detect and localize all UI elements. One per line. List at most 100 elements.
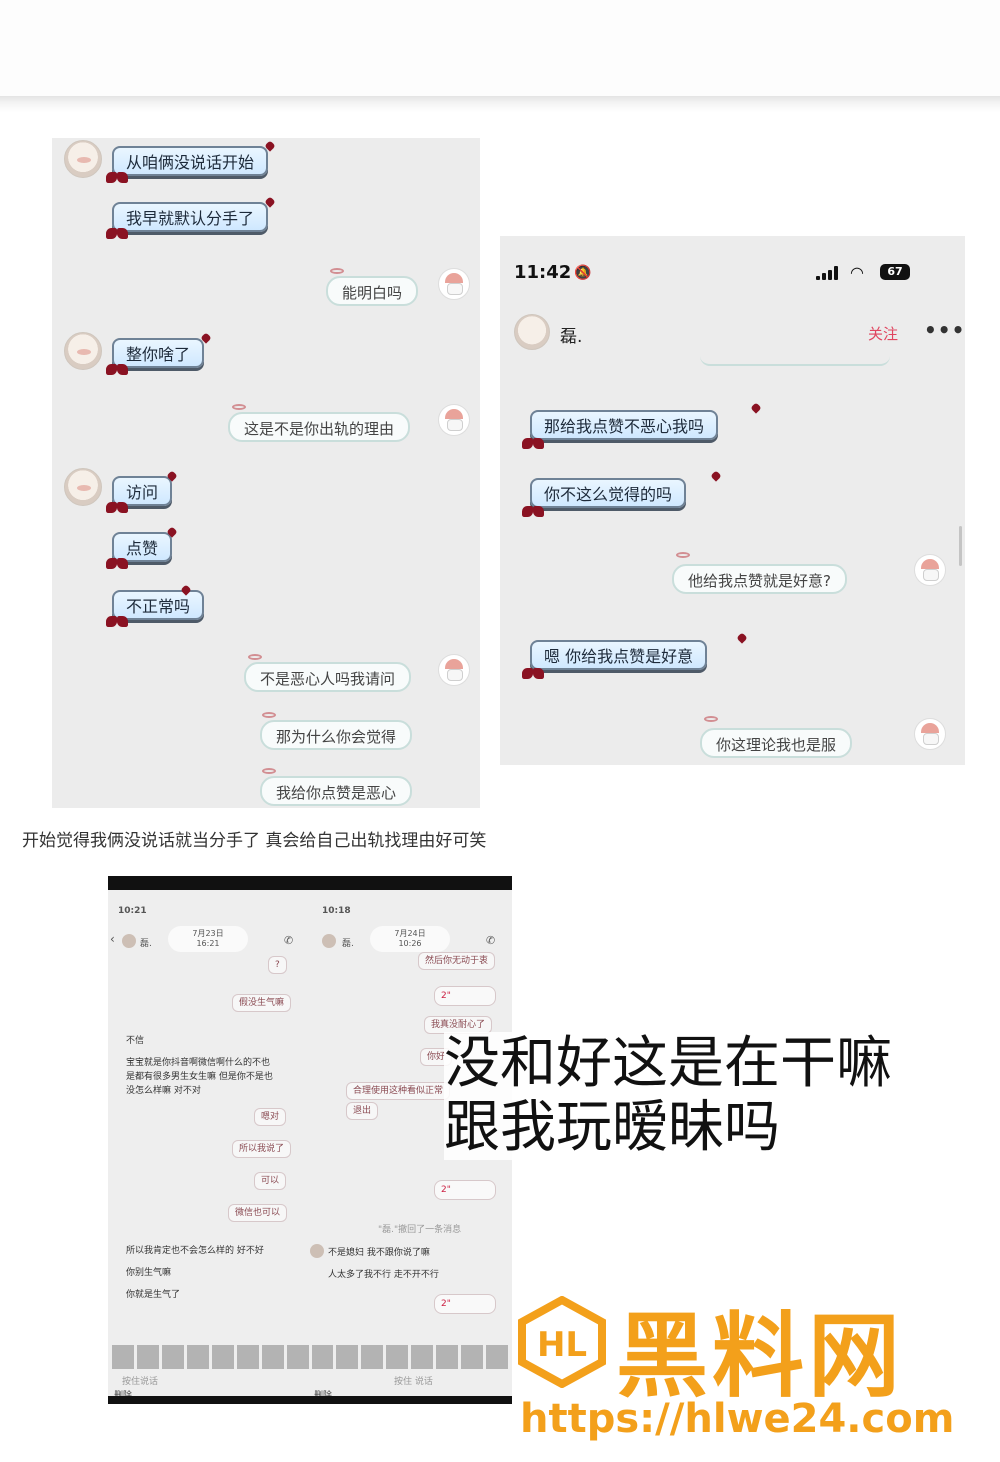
sent-message: 他给我点赞就是好意? <box>672 564 847 594</box>
contact-avatar <box>64 468 102 506</box>
sent-message: 假没生气嘛 <box>232 994 292 1012</box>
overlay-text: 没和好这是在干嘛 跟我玩暧昧吗 <box>444 1032 892 1160</box>
voice-input[interactable]: 按住说话 <box>122 1377 159 1387</box>
bow-icon <box>106 556 128 572</box>
halo-icon <box>262 712 276 718</box>
received-message: 那给我点赞不恶心我吗 <box>530 410 719 440</box>
battery-indicator: 67 <box>880 264 910 280</box>
sent-message: 我真没耐心了 <box>424 1016 493 1034</box>
contact-name[interactable]: 磊. <box>560 327 583 347</box>
received-message: 宝宝就是你抖音啊微信啊什么的不也 <box>126 1058 271 1068</box>
sticker-strip[interactable] <box>108 1345 512 1369</box>
watermark-url: https://hlwe24.com <box>520 1396 955 1442</box>
follow-button[interactable]: 关注 <box>868 325 899 343</box>
halo-icon <box>676 552 690 558</box>
top-divider <box>0 96 1000 112</box>
scrollbar[interactable] <box>959 526 962 566</box>
sent-message: 能明白吗 <box>326 276 419 306</box>
sent-message: 所以我说了 <box>232 1140 292 1158</box>
bow-icon <box>106 500 128 516</box>
system-message: "磊."撤回了一条消息 <box>378 1225 462 1235</box>
received-message: 人太多了我不行 走不开不行 <box>328 1270 439 1280</box>
top-blank-area <box>0 0 1000 98</box>
received-message: 嗯 你给我点赞是好意 <box>530 640 708 670</box>
sent-message: 不是恶心人吗我请问 <box>244 662 412 692</box>
chat-screenshot-2: 11:42 🔕 ◠ 67 磊. 关注 ••• 那给我点赞不恶心我吗 你不这么觉得… <box>500 236 965 765</box>
received-message: 是都有很多男生女生嘛 但是你不是也 <box>126 1072 273 1082</box>
received-message: 你不这么觉得的吗 <box>530 478 687 508</box>
contact-name: 磊. <box>342 939 354 949</box>
user-avatar <box>438 268 470 300</box>
sent-message: 嗯对 <box>254 1108 287 1126</box>
voice-message[interactable]: 2" <box>434 1294 496 1314</box>
delete-button[interactable]: 删除 <box>114 1391 133 1401</box>
contact-name: 磊. <box>140 939 152 949</box>
heart-icon <box>750 402 762 414</box>
more-icon[interactable]: ••• <box>924 318 965 342</box>
back-icon[interactable]: ‹ <box>110 932 115 946</box>
sent-message: 那为什么你会觉得 <box>260 720 413 750</box>
phone-icon[interactable]: ✆ <box>486 934 496 947</box>
voice-message[interactable]: 2" <box>434 1180 496 1200</box>
contact-avatar <box>122 934 136 948</box>
bow-icon <box>106 226 128 242</box>
sent-message: 然后你无动于衷 <box>418 952 496 970</box>
time-line: 10:26 <box>398 939 422 948</box>
status-time: 11:42 <box>514 262 572 283</box>
halo-icon <box>232 404 246 410</box>
received-message: 所以我肯定也不会怎么样的 好不好 <box>126 1246 264 1256</box>
received-message: 访问 <box>112 476 173 506</box>
sent-message: 微信也可以 <box>228 1204 288 1222</box>
received-message: 从咱俩没说话开始 <box>112 146 269 176</box>
bow-icon <box>522 436 544 452</box>
received-message: 我早就默认分手了 <box>112 202 269 232</box>
voice-input[interactable]: 按住 说话 <box>394 1377 433 1387</box>
svg-text:HL: HL <box>537 1325 587 1365</box>
sent-message: 这是不是你出轨的理由 <box>228 412 411 442</box>
date-line: 7月24日 <box>394 929 426 938</box>
voice-message[interactable]: 2" <box>434 986 496 1006</box>
chat-screenshot-1: 从咱俩没说话开始 我早就默认分手了 能明白吗 整你啥了 这是不是你出轨的理由 访… <box>52 138 480 808</box>
contact-avatar <box>322 934 336 948</box>
user-avatar <box>438 654 470 686</box>
wifi-icon: ◠ <box>850 263 864 282</box>
received-message: 不是媳妇 我不跟你说了嘛 <box>328 1248 430 1258</box>
contact-avatar <box>310 1244 324 1258</box>
user-avatar <box>914 718 946 750</box>
halo-icon <box>330 268 344 274</box>
received-message: 你别生气嘛 <box>126 1268 172 1278</box>
heart-icon <box>736 632 748 644</box>
sent-message: 我给你点赞是恶心 <box>260 776 413 806</box>
heart-icon <box>710 470 722 482</box>
mute-bell-icon: 🔕 <box>574 265 592 281</box>
bow-icon <box>522 666 544 682</box>
halo-icon <box>262 768 276 774</box>
date-pill: 7月24日 10:26 <box>370 926 450 952</box>
overlay-line: 跟我玩暧昧吗 <box>444 1096 892 1160</box>
phone-icon[interactable]: ✆ <box>284 934 294 947</box>
sent-message: 你这理论我也是服 <box>700 728 853 758</box>
sent-message: 退出 <box>346 1102 379 1120</box>
watermark-title: 黑料网 <box>616 1303 905 1410</box>
bow-icon <box>522 504 544 520</box>
cellular-signal-icon <box>816 266 840 280</box>
bow-icon <box>106 614 128 630</box>
caption-text: 开始觉得我俩没说话就当分手了 真会给自己出轨找理由好可笑 <box>22 831 487 851</box>
sent-message: ? <box>268 956 287 974</box>
date-line: 7月23日 <box>192 929 224 938</box>
halo-icon <box>248 654 262 660</box>
sent-message: 可以 <box>254 1172 287 1190</box>
cut-off-bubble <box>700 354 890 366</box>
time-line: 16:21 <box>196 939 220 948</box>
contact-avatar <box>64 140 102 178</box>
contact-avatar[interactable] <box>514 314 550 350</box>
sent-message: 合理使用这种看似正常 <box>346 1082 451 1100</box>
user-avatar <box>438 404 470 436</box>
delete-button[interactable]: 删除 <box>314 1391 333 1401</box>
bow-icon <box>106 362 128 378</box>
date-pill: 7月23日 16:21 <box>168 926 248 952</box>
user-avatar <box>914 554 946 586</box>
status-time: 10:21 <box>118 906 147 916</box>
received-message: 没怎么样嘛 对不对 <box>126 1086 201 1096</box>
status-time: 10:18 <box>322 906 351 916</box>
